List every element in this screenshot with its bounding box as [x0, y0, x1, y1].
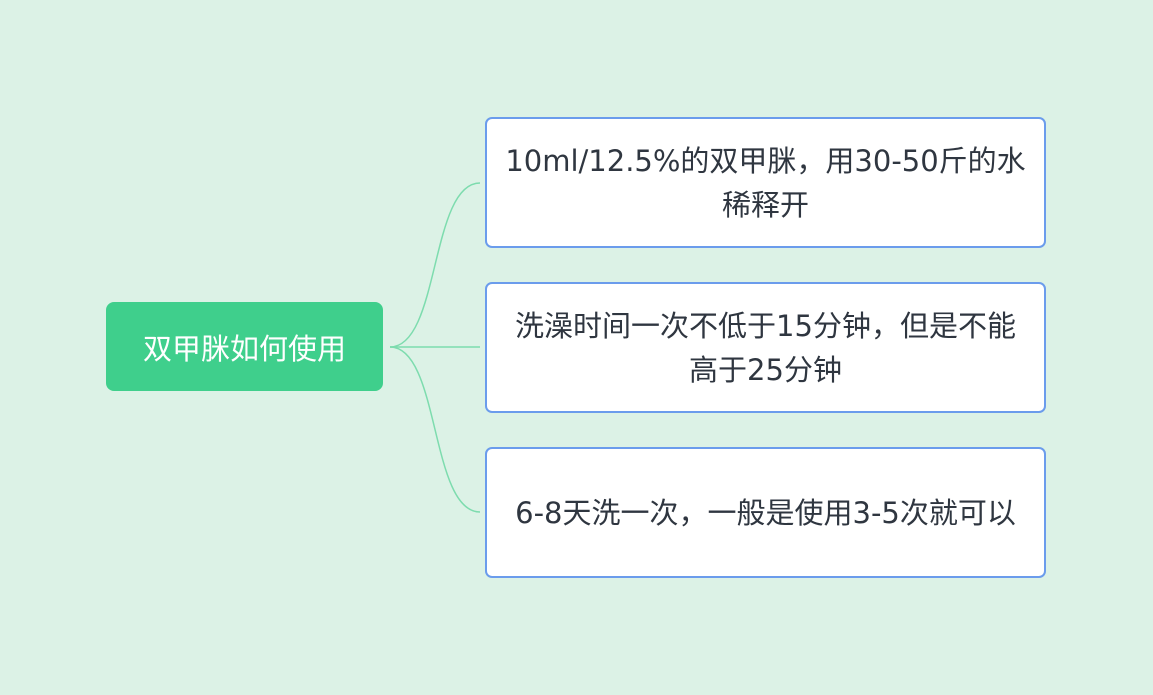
child-topic-node[interactable]: 10ml/12.5%的双甲脒，用30-50斤的水稀释开 — [485, 117, 1046, 248]
root-topic-label: 双甲脒如何使用 — [142, 331, 346, 366]
child-topic-label: 10ml/12.5%的双甲脒，用30-50斤的水稀释开 — [505, 143, 1026, 222]
connector-line — [389, 346, 481, 513]
child-topic-node[interactable]: 6-8天洗一次，一般是使用3-5次就可以 — [485, 447, 1046, 578]
connector-line — [389, 182, 481, 348]
root-topic-node[interactable]: 双甲脒如何使用 — [106, 302, 383, 391]
child-topic-node[interactable]: 洗澡时间一次不低于15分钟，但是不能高于25分钟 — [485, 282, 1046, 413]
child-topic-label: 6-8天洗一次，一般是使用3-5次就可以 — [515, 495, 1016, 530]
child-topic-label: 洗澡时间一次不低于15分钟，但是不能高于25分钟 — [515, 308, 1016, 387]
